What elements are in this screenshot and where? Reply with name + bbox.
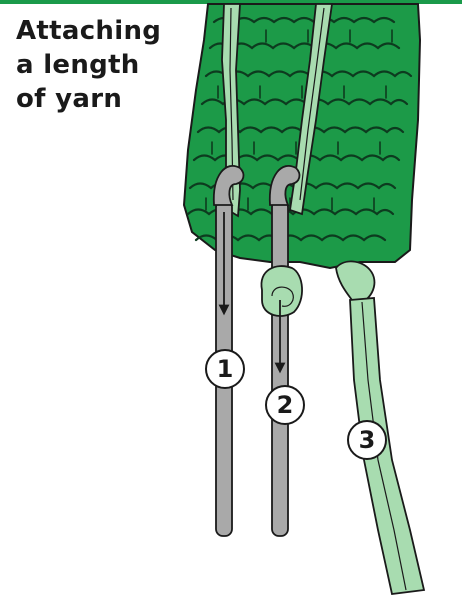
step-badge-3: 3 [348, 421, 386, 459]
step-label-2: 2 [277, 391, 294, 419]
step-label-1: 1 [217, 355, 234, 383]
step-label-3: 3 [359, 426, 376, 454]
step-badge-2: 2 [266, 386, 304, 424]
step-badge-1: 1 [206, 350, 244, 388]
